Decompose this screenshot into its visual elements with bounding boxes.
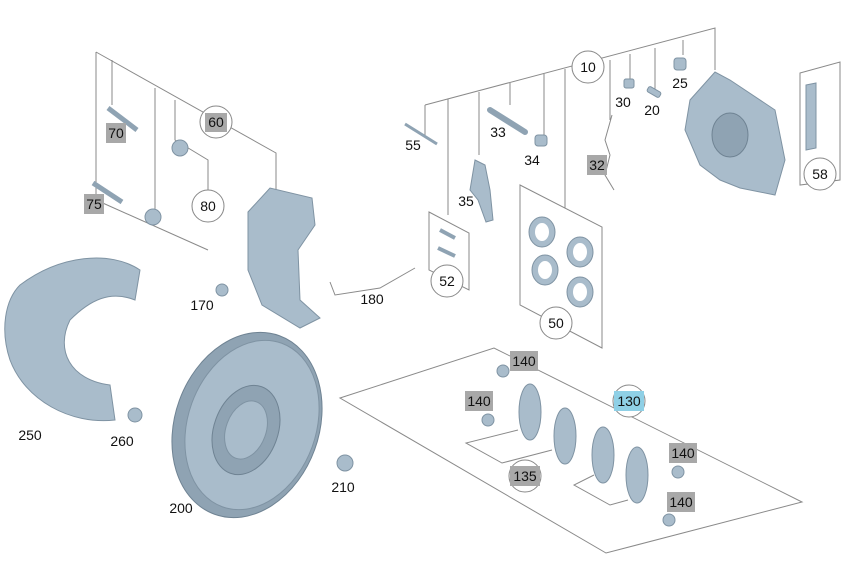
label-10[interactable]: 10 — [580, 59, 596, 75]
bleed-valve-20[interactable] — [646, 86, 662, 98]
label-200[interactable]: 200 — [169, 500, 193, 516]
label-markers — [84, 50, 837, 512]
bolt-140-b[interactable] — [481, 413, 495, 427]
bolt-140-d[interactable] — [662, 513, 676, 527]
bolt-260[interactable] — [127, 407, 143, 423]
parts — [4, 57, 817, 539]
spring-clip-35[interactable] — [469, 159, 494, 223]
bolt-set-52[interactable] — [437, 228, 456, 258]
nut-60[interactable] — [171, 139, 189, 157]
bolt-70[interactable] — [106, 106, 139, 132]
caliper-piston-part — [711, 112, 749, 158]
label-260[interactable]: 260 — [110, 433, 134, 449]
brake-disc-part[interactable] — [147, 311, 347, 539]
label-210[interactable]: 210 — [331, 479, 355, 495]
label-34[interactable]: 34 — [524, 152, 540, 168]
bolt-75[interactable] — [91, 180, 124, 205]
label-52[interactable]: 52 — [439, 273, 455, 289]
bleed-cap-25[interactable] — [673, 57, 687, 71]
brake-pads-130[interactable] — [518, 383, 649, 504]
label-55[interactable]: 55 — [405, 137, 421, 153]
label-32[interactable]: 32 — [589, 157, 605, 173]
bolt-140-a[interactable] — [496, 364, 510, 378]
part-number-labels: 10 25 30 20 33 55 34 32 35 58 52 50 70 6… — [18, 59, 828, 516]
label-140-a[interactable]: 140 — [512, 353, 536, 369]
bolt-210[interactable] — [336, 454, 354, 472]
pin-55[interactable] — [404, 122, 438, 146]
label-50[interactable]: 50 — [548, 315, 564, 331]
wire-32[interactable] — [604, 114, 615, 191]
guide-pin-33[interactable] — [487, 107, 528, 135]
dust-shield-part[interactable] — [4, 257, 141, 422]
label-20[interactable]: 20 — [644, 102, 660, 118]
label-58[interactable]: 58 — [812, 166, 828, 182]
label-135[interactable]: 135 — [513, 468, 537, 484]
label-140-d[interactable]: 140 — [669, 494, 693, 510]
label-80[interactable]: 80 — [200, 198, 216, 214]
clip-58[interactable] — [805, 82, 817, 151]
nut-80[interactable] — [144, 208, 162, 226]
seal-kit-50[interactable] — [528, 216, 594, 308]
caliper-carrier-part[interactable] — [247, 187, 321, 329]
label-70[interactable]: 70 — [108, 125, 124, 141]
label-130[interactable]: 130 — [617, 393, 641, 409]
label-60[interactable]: 60 — [208, 114, 224, 130]
bolt-170[interactable] — [215, 283, 229, 297]
bolt-34[interactable] — [534, 134, 548, 147]
bleed-screw-30[interactable] — [623, 78, 635, 89]
leader-lines — [95, 27, 841, 554]
label-250[interactable]: 250 — [18, 427, 42, 443]
label-75[interactable]: 75 — [86, 196, 102, 212]
label-30[interactable]: 30 — [615, 94, 631, 110]
wear-sensor-180[interactable] — [329, 267, 416, 296]
bolt-140-c[interactable] — [671, 465, 685, 479]
label-180[interactable]: 180 — [360, 291, 384, 307]
label-170[interactable]: 170 — [190, 297, 214, 313]
label-140-c[interactable]: 140 — [671, 445, 695, 461]
label-140-b[interactable]: 140 — [467, 393, 491, 409]
label-33[interactable]: 33 — [490, 124, 506, 140]
label-25[interactable]: 25 — [672, 75, 688, 91]
label-35[interactable]: 35 — [458, 193, 474, 209]
